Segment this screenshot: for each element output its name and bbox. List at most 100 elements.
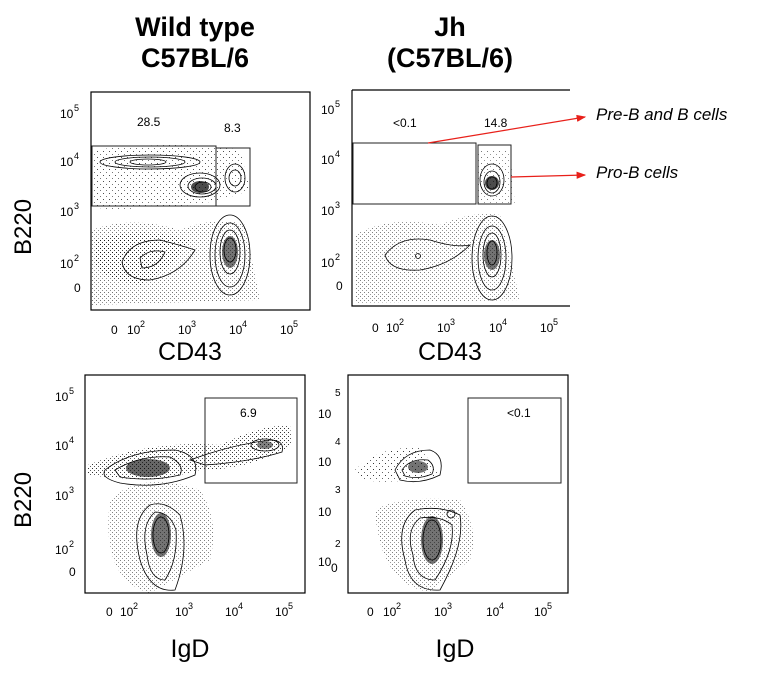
svg-text:3: 3: [335, 485, 341, 496]
svg-text:4: 4: [69, 435, 74, 445]
svg-text:5: 5: [288, 601, 293, 611]
svg-text:10: 10: [489, 321, 503, 335]
svg-text:2: 2: [140, 319, 145, 329]
svg-text:0: 0: [106, 605, 113, 619]
svg-text:5: 5: [74, 103, 79, 113]
x-axis-label-p2: CD43: [418, 338, 482, 366]
svg-text:10: 10: [318, 407, 332, 421]
svg-text:2: 2: [335, 539, 341, 550]
svg-text:2: 2: [69, 539, 74, 549]
svg-text:10: 10: [229, 323, 243, 337]
header-wild-type-line1: Wild type: [135, 12, 255, 42]
svg-text:3: 3: [69, 485, 74, 495]
header-jh-line2: (C57BL/6): [386, 43, 514, 73]
svg-text:5: 5: [293, 319, 298, 329]
svg-text:10: 10: [534, 605, 548, 619]
gate-pro-b: [215, 147, 251, 207]
svg-text:5: 5: [335, 388, 341, 399]
gate-igd-pos: [467, 397, 562, 484]
svg-text:10: 10: [318, 505, 332, 519]
svg-text:10: 10: [60, 205, 74, 219]
plot-frame: [90, 91, 311, 311]
svg-text:10: 10: [225, 605, 239, 619]
gate-label-28-5: 28.5: [137, 115, 161, 129]
gate-pro-b: [477, 144, 512, 205]
svg-text:0: 0: [331, 561, 338, 575]
svg-text:10: 10: [178, 323, 192, 337]
gate-label-8-3: 8.3: [224, 121, 241, 135]
svg-text:10: 10: [321, 256, 335, 270]
svg-text:2: 2: [399, 317, 404, 327]
svg-text:5: 5: [335, 99, 340, 109]
header-jh: Jh (C57BL/6): [375, 12, 525, 74]
svg-text:3: 3: [191, 319, 196, 329]
svg-text:4: 4: [242, 319, 247, 329]
svg-text:10: 10: [55, 489, 69, 503]
svg-text:4: 4: [502, 317, 507, 327]
svg-text:10: 10: [321, 153, 335, 167]
header-wild-type: Wild type C57BL/6: [110, 12, 280, 74]
svg-text:3: 3: [447, 601, 452, 611]
svg-text:10: 10: [486, 605, 500, 619]
x-axis-label-p3: IgD: [170, 635, 210, 663]
svg-text:10: 10: [55, 439, 69, 453]
svg-text:10: 10: [275, 605, 289, 619]
svg-text:10: 10: [60, 155, 74, 169]
x-axis-label-p1: CD43: [158, 338, 222, 366]
svg-text:5: 5: [69, 386, 74, 396]
svg-text:10: 10: [60, 257, 74, 271]
annotation-pre-b-b-cells: Pre-B and B cells: [596, 105, 728, 124]
svg-text:3: 3: [450, 317, 455, 327]
svg-text:0: 0: [336, 279, 343, 293]
svg-text:3: 3: [335, 200, 340, 210]
svg-text:0: 0: [69, 565, 76, 579]
annotation-pro-b-cells: Pro-B cells: [596, 163, 679, 182]
gate-label-14-8: 14.8: [484, 116, 508, 130]
svg-text:10: 10: [437, 321, 451, 335]
svg-text:10: 10: [120, 605, 134, 619]
svg-text:0: 0: [367, 605, 374, 619]
svg-text:4: 4: [335, 437, 341, 448]
svg-text:10: 10: [383, 605, 397, 619]
svg-text:10: 10: [175, 605, 189, 619]
plot-frame: [351, 90, 570, 307]
svg-text:3: 3: [188, 601, 193, 611]
svg-text:10: 10: [55, 543, 69, 557]
svg-text:2: 2: [133, 601, 138, 611]
gate-pre-b: [352, 142, 477, 205]
svg-text:10: 10: [386, 321, 400, 335]
svg-text:4: 4: [335, 149, 340, 159]
header-wild-type-line2: C57BL/6: [140, 43, 250, 73]
svg-text:5: 5: [547, 601, 552, 611]
svg-text:2: 2: [335, 252, 340, 262]
svg-text:2: 2: [74, 253, 79, 263]
svg-text:10: 10: [127, 323, 141, 337]
svg-text:10: 10: [434, 605, 448, 619]
gate-label-lt-0-1: <0.1: [507, 406, 531, 420]
svg-text:0: 0: [372, 321, 379, 335]
svg-text:4: 4: [238, 601, 243, 611]
gate-label-6-9: 6.9: [240, 406, 257, 420]
svg-text:0: 0: [74, 281, 81, 295]
svg-text:10: 10: [540, 321, 554, 335]
svg-text:10: 10: [280, 323, 294, 337]
gate-label-lt-0-1: <0.1: [393, 116, 417, 130]
gate-igd-pos: [204, 397, 298, 484]
svg-text:4: 4: [499, 601, 504, 611]
plot-frame: [84, 374, 306, 594]
svg-text:10: 10: [321, 103, 335, 117]
arrow-pre-b: [427, 114, 587, 144]
